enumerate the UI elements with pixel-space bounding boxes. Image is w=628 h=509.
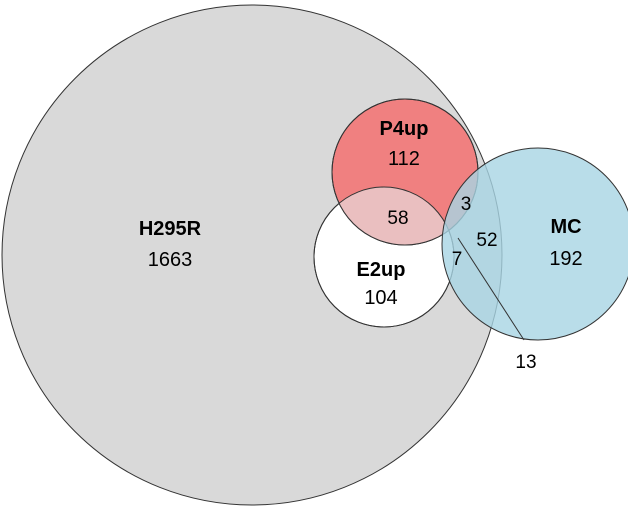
label-p4up-mc-count: 3 [461,194,472,215]
callout-line [457,237,525,341]
label-e2up-name: E2up [357,259,406,281]
label-p4up-e2up-count: 58 [387,208,408,229]
label-mc-name: MC [550,216,581,238]
label-h295r-name: H295R [139,218,202,240]
label-e2up-mc-count: 7 [452,249,463,270]
label-e2up-count: 104 [364,287,397,309]
label-callout-count: 13 [515,352,536,373]
label-h295r-mc-count: 52 [476,230,497,251]
label-p4up-count: 112 [388,148,420,170]
label-h295r-count: 1663 [148,249,193,271]
label-p4up-name: P4up [380,118,429,140]
label-mc-count: 192 [549,248,582,270]
set-circle-mc [441,147,628,341]
